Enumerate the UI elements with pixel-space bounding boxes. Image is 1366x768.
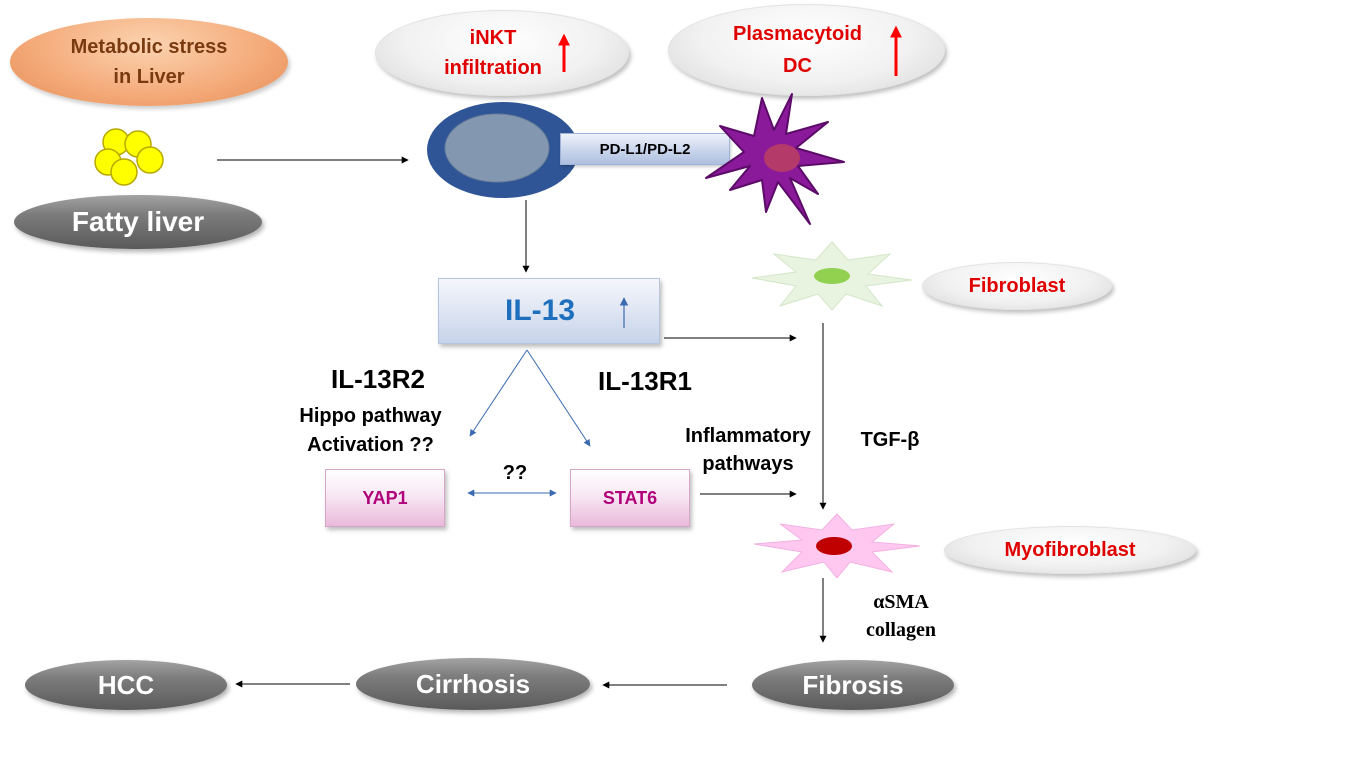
stat6-label: STAT6 — [602, 487, 658, 508]
inflammatory-label: Inflammatory pathways — [685, 425, 811, 475]
il13-to-stat6-arrow — [526, 349, 591, 447]
dendritic-cell-icon — [700, 90, 850, 230]
hcc-label: HCC — [97, 669, 155, 700]
pd-l1-pd-l2-bar: PD-L1/PD-L2 — [560, 133, 730, 165]
tgf-beta-label: TGF-β — [860, 429, 920, 451]
metabolic-stress-node: Metabolic stress in Liver — [10, 18, 288, 106]
metabolic-stress-label: Metabolic stress in Liver — [70, 36, 228, 88]
fibrosis-node: Fibrosis — [752, 660, 954, 710]
fatty-liver-label: Fatty liver — [71, 206, 205, 237]
yap1-label: YAP1 — [362, 487, 408, 508]
fibroblast-label: Fibroblast — [968, 274, 1066, 297]
nkt-cell-icon — [425, 100, 585, 200]
cirrhosis-label: Cirrhosis — [415, 668, 531, 699]
fibroblast-node: Fibroblast — [922, 262, 1112, 310]
plasmacytoid-label: Plasmacytoid DC — [733, 23, 862, 77]
crosstalk-label: ?? — [502, 462, 528, 484]
inkt-label: iNKT infiltration — [444, 27, 542, 79]
fatty-liver-node: Fatty liver — [14, 195, 262, 249]
asma-collagen-label: αSMA collagen — [866, 591, 936, 641]
myofibroblast-node: Myofibroblast — [944, 526, 1196, 574]
il13-box: IL-13 — [438, 278, 660, 344]
yap1-box: YAP1 — [325, 469, 445, 527]
fibrosis-label: Fibrosis — [802, 669, 904, 700]
fat-droplets-icon — [88, 126, 168, 188]
il13-label: IL-13 — [504, 294, 576, 327]
myofibroblast-label: Myofibroblast — [1004, 538, 1136, 561]
il13r1-label: IL-13R1 — [598, 366, 692, 396]
inkt-node: iNKT infiltration — [375, 10, 629, 96]
hippo-label: Hippo pathway Activation ?? — [299, 405, 442, 456]
myofibroblast-cell-icon — [753, 512, 921, 579]
il13r2-label: IL-13R2 — [331, 364, 425, 394]
hcc-node: HCC — [25, 660, 227, 710]
cirrhosis-node: Cirrhosis — [356, 658, 590, 710]
plasmacytoid-dc-node: Plasmacytoid DC — [668, 4, 945, 96]
stat6-box: STAT6 — [570, 469, 690, 527]
pd-l1-pd-l2-label: PD-L1/PD-L2 — [599, 140, 691, 158]
il13-to-yap1-arrow — [469, 349, 528, 437]
fibroblast-cell-icon — [751, 240, 913, 311]
